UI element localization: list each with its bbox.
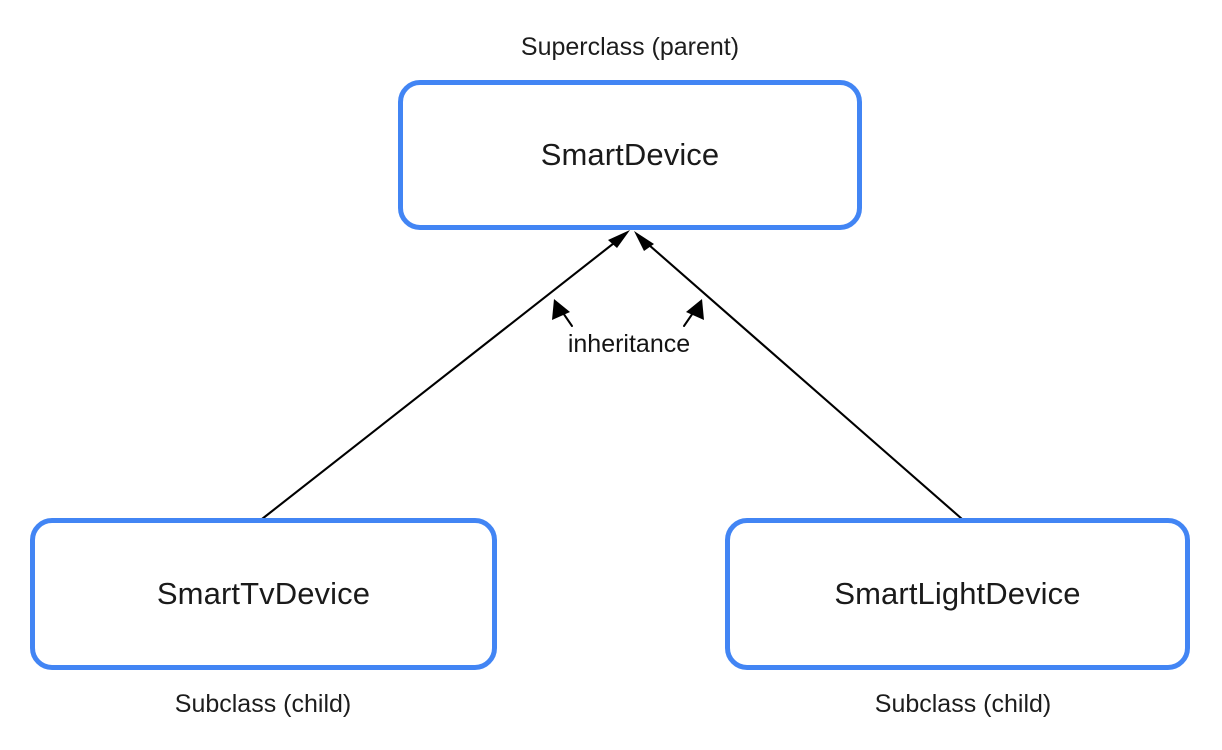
class-name-smartlightdevice: SmartLightDevice [834,576,1081,611]
class-box-smartlightdevice[interactable]: SmartLightDevice [725,518,1190,670]
arrow-up-left-icon [552,299,573,327]
arrow-up-right-icon [683,299,704,327]
class-box-smarttvdevice[interactable]: SmartTvDevice [30,518,497,670]
edge-smarttvdevice-to-smartdevice [260,230,630,521]
class-name-smartdevice: SmartDevice [540,137,720,172]
superclass-caption: Superclass (parent) [520,33,740,61]
edge-smartlightdevice-to-smartdevice [634,231,964,521]
class-box-smartdevice[interactable]: SmartDevice [398,80,862,230]
subclass-caption-right: Subclass (child) [874,690,1052,718]
class-name-smarttvdevice: SmartTvDevice [156,576,371,611]
arrow-up-icon [608,230,630,248]
subclass-caption-left: Subclass (child) [174,690,352,718]
inheritance-label: inheritance [567,330,691,358]
arrow-up-icon [634,231,654,251]
